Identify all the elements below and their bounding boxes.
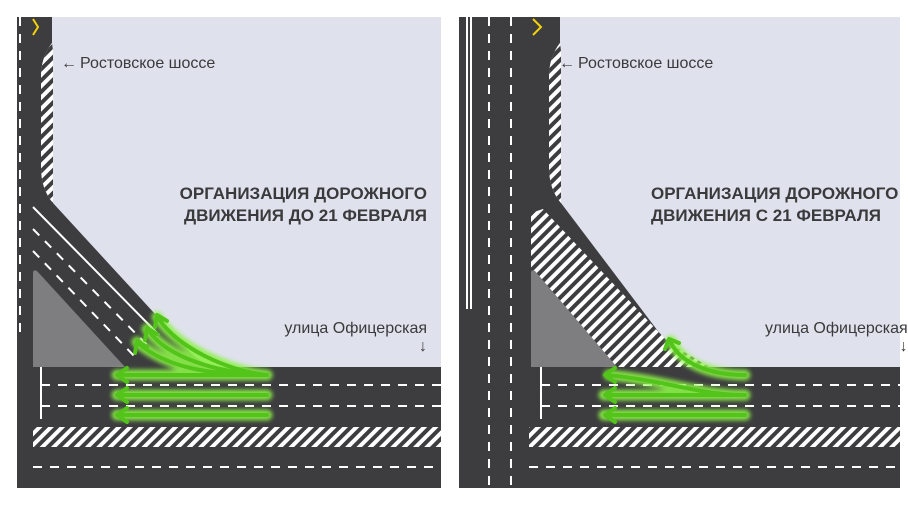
- hatched-median: [33, 427, 441, 447]
- road-label-ofitserskaya: улица Офицерская↓: [765, 320, 908, 356]
- traffic-island: [33, 270, 125, 367]
- arrow-left-icon: ←: [61, 55, 77, 72]
- scheme-after-panel: ←Ростовское шоссе ОРГАНИЗАЦИЯ ДОРОЖНОГО …: [459, 17, 908, 488]
- road-name: Ростовское шоссе: [80, 55, 216, 72]
- scheme-before-panel: ←Ростовское шоссе ОРГАНИЗАЦИЯ ДОРОЖНОГО …: [11, 17, 441, 488]
- city-block: [41, 17, 441, 367]
- road-scheme-before: [11, 17, 441, 488]
- scheme-title: ОРГАНИЗАЦИЯ ДОРОЖНОГО ДВИЖЕНИЯ ДО 21 ФЕВ…: [179, 184, 427, 225]
- arrow-down-icon: ↓: [419, 338, 427, 355]
- road-scheme-after: [459, 17, 900, 488]
- traffic-flow-arrows: [598, 335, 751, 424]
- arrow-left-icon: ←: [559, 55, 575, 72]
- road-label-ofitserskaya: улица Офицерская↓: [284, 320, 427, 356]
- road-name: улица Офицерская: [284, 320, 427, 337]
- city-block: [549, 17, 900, 367]
- road-name: улица Офицерская: [765, 320, 908, 337]
- traffic-flow-arrows: [111, 311, 273, 424]
- scheme-title: ОРГАНИЗАЦИЯ ДОРОЖНОГО ДВИЖЕНИЯ С 21 ФЕВР…: [651, 184, 899, 225]
- traffic-island: [531, 270, 617, 367]
- hatched-curb-west: [41, 43, 53, 203]
- arrow-down-icon: ↓: [899, 338, 908, 355]
- lane-markings: [466, 17, 900, 488]
- hatched-median: [529, 427, 900, 447]
- lane-markings: [11, 17, 441, 488]
- road-name: Ростовское шоссе: [578, 55, 714, 72]
- warning-chevron-mark: [32, 18, 40, 36]
- road-label-rostovskoe: ←Ростовское шоссе: [559, 55, 713, 73]
- hatched-curb-west: [549, 43, 561, 203]
- road-label-rostovskoe: ←Ростовское шоссе: [61, 55, 215, 73]
- warning-chevron-mark: [532, 18, 543, 36]
